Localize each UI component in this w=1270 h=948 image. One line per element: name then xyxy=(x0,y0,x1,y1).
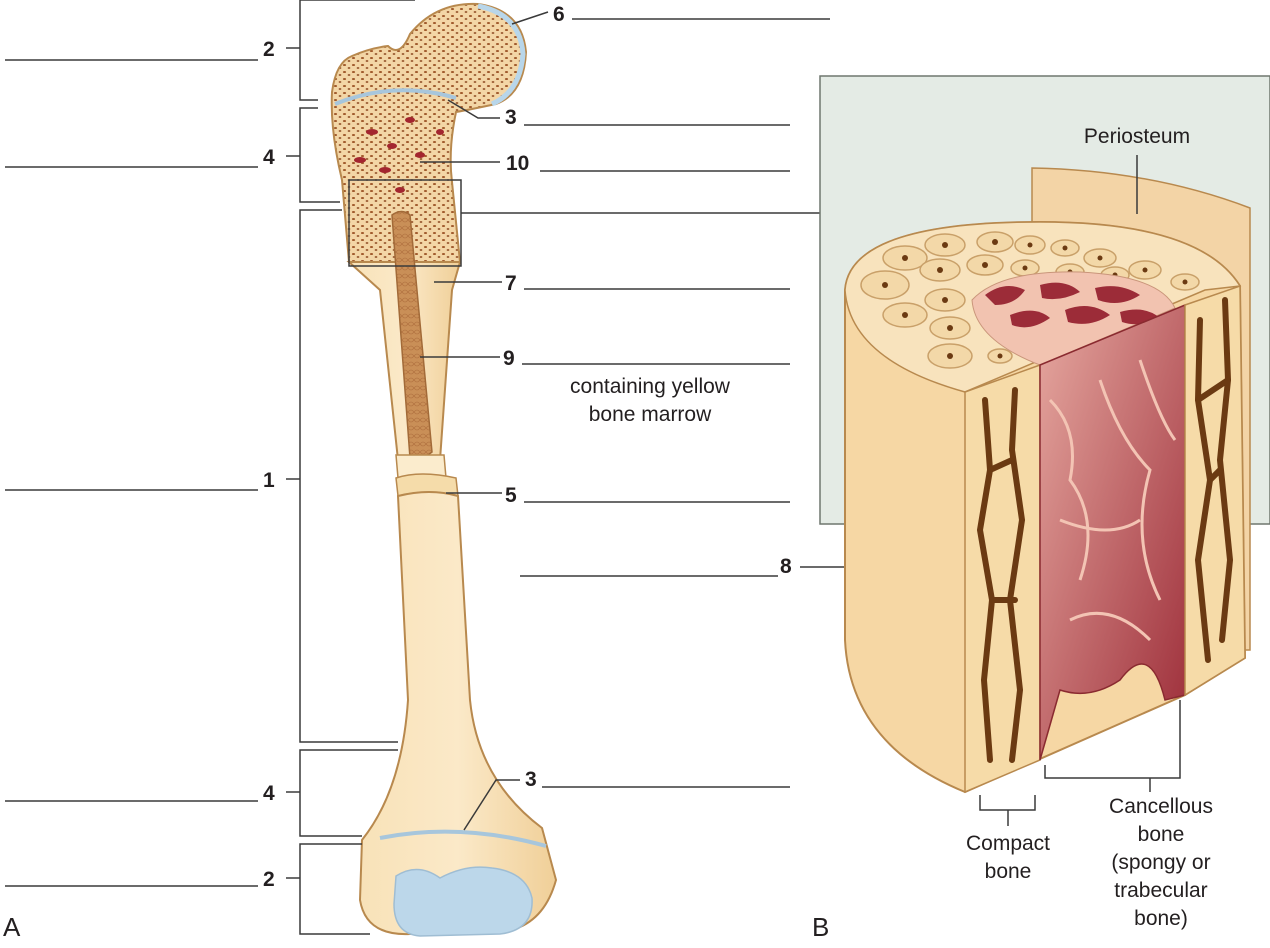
callout-3-top: 3 xyxy=(505,106,517,129)
label-cancellous-1: Cancellous xyxy=(1109,795,1213,818)
label-compact-1: Compact xyxy=(966,832,1050,855)
proximal-epiphysis xyxy=(330,2,528,263)
articular-cartilage-bottom xyxy=(393,866,533,937)
callout-4-top: 4 xyxy=(263,146,275,169)
left-brackets xyxy=(286,0,415,935)
cut-face-spongy xyxy=(1039,303,1186,761)
callout-6: 6 xyxy=(553,3,565,26)
spongy-top-trabeculae xyxy=(985,282,1160,328)
callout-2-bottom: 2 xyxy=(263,868,275,891)
panel-label-b: B xyxy=(812,912,829,942)
label-periosteum: Periosteum xyxy=(1084,125,1190,148)
label-cancellous-2: bone xyxy=(1138,823,1185,846)
callout-10: 10 xyxy=(506,152,529,175)
cut-face-compact-left xyxy=(964,363,1041,794)
callout-3-bottom: 3 xyxy=(525,768,537,791)
callout-9: 9 xyxy=(503,347,515,370)
callout-2-top: 2 xyxy=(263,38,275,61)
label-cancellous-3: (spongy or xyxy=(1111,851,1210,874)
caption-yellow-marrow-1: containing yellow xyxy=(570,375,731,398)
callout-5: 5 xyxy=(505,484,517,507)
femur xyxy=(330,2,558,937)
epiphyseal-line-top xyxy=(334,88,457,106)
panel-label-a: A xyxy=(3,912,21,942)
trabecular-network xyxy=(1048,359,1177,642)
red-marrow-flecks xyxy=(354,117,444,193)
cut-face-compact-right xyxy=(1184,284,1246,697)
articular-cartilage-top xyxy=(477,3,526,107)
callout-7: 7 xyxy=(505,272,517,295)
caption-yellow-marrow-2: bone marrow xyxy=(589,403,712,426)
bone-section-block xyxy=(844,167,1251,794)
label-cancellous-4: trabecular xyxy=(1114,879,1207,902)
callout-4-bottom: 4 xyxy=(263,782,275,805)
callout-1: 1 xyxy=(263,469,275,492)
left-answer-lines xyxy=(5,59,258,887)
diaphysis-lower xyxy=(358,491,558,936)
label-cancellous-5: bone) xyxy=(1134,907,1188,930)
panel-b-leaders xyxy=(979,155,1181,826)
detail-box xyxy=(348,179,462,267)
epiphyseal-line-bottom xyxy=(379,829,547,848)
label-compact-2: bone xyxy=(985,860,1032,883)
callout-8: 8 xyxy=(780,555,792,578)
haversian-canals xyxy=(976,297,1234,763)
